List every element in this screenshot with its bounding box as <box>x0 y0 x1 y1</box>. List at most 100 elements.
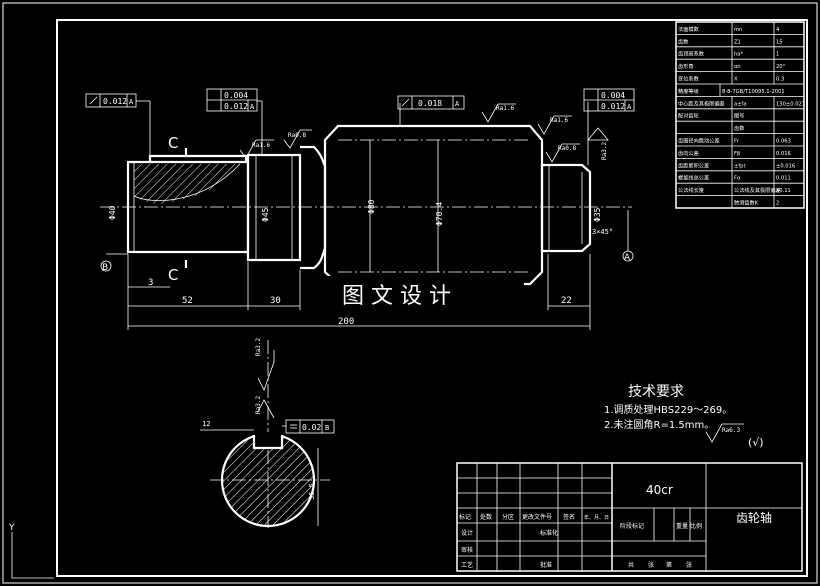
dim-dia-35: Φ35 <box>593 207 602 222</box>
gear-table-cell: 0.3 <box>776 77 784 83</box>
dim-chamfer: 3×45° <box>592 228 613 236</box>
tb-r4-right-2: 张 <box>648 561 654 569</box>
shaft-main-view: C C B A Φ40 Φ45 Φ80 Φ70.4 Φ35 3×45° 3 52… <box>100 101 634 330</box>
gear-table-cell: 图号 <box>734 113 744 120</box>
gear-table-cell: 齿数 <box>678 37 689 45</box>
fcf-2: 0.004 0.012 A <box>206 88 262 112</box>
fcf-3-datum: A <box>455 100 460 108</box>
dim-dia-40: Φ40 <box>108 205 117 220</box>
gear-table-cell: 法面模数 <box>678 25 700 33</box>
dim-30: 30 <box>270 296 281 306</box>
gear-table-cell: 0.016 <box>776 151 791 157</box>
gear-table-cell: 齿圈径向跳动公差 <box>678 137 720 145</box>
gear-table-cell: 0.063 <box>776 139 791 145</box>
fcf-4-tol2: 0.012 <box>601 102 625 111</box>
section-label-top: C <box>168 134 178 152</box>
tb-r1-c4: 更改文件号 <box>522 513 552 521</box>
fcf-4-tol1: 0.004 <box>601 91 625 100</box>
gear-table-cell: ±0.016 <box>776 163 795 169</box>
watermark-text: 图 文 设 计 <box>342 284 451 309</box>
ra-label-5: Ra0.8 <box>558 145 576 152</box>
dim-dia-70: Φ70.4 <box>435 202 444 226</box>
gear-table-cell: 配对齿轮 <box>678 112 699 120</box>
gear-table-cell: 130±0.027 <box>776 101 805 107</box>
gear-table-cell: 30.11 <box>776 188 791 194</box>
tb-r1-c3: 分区 <box>502 513 514 521</box>
tb-r4-right-4: 张 <box>686 561 692 569</box>
shaft-right-segment <box>540 163 592 253</box>
fcf-2-tol2: 0.012 <box>224 102 248 111</box>
fcf-2-tol1: 0.004 <box>224 91 248 100</box>
dim-3: 3 <box>148 278 153 288</box>
shaft-hatch-section <box>134 164 240 204</box>
fcf-5-tol: 0.02 <box>302 423 321 432</box>
ra-key-2: Ra3.2 <box>255 396 262 414</box>
tb-r4-c1: 工艺 <box>461 561 473 569</box>
fcf-3: 0.018 A <box>397 95 465 110</box>
fcf-4: 0.004 0.012 A <box>583 88 635 112</box>
gear-table-cell: 2 <box>776 201 779 207</box>
technical-requirements: 技术要求 1.调质处理HBS229～269。 2.未注圆角R=1.5mm。 Ra… <box>604 384 764 449</box>
tech-req-roughness: Ra6.3 <box>722 427 740 434</box>
svg-text:Y: Y <box>8 523 15 533</box>
gear-table-cell: 4 <box>776 27 780 33</box>
tb-r1-c1: 标记 <box>459 513 471 521</box>
fcf-2-datum: A <box>250 103 255 111</box>
gear-table-cell: ha* <box>734 52 743 58</box>
dim-key-depth: 35.5 <box>308 483 316 500</box>
tb-r2-c4: 标准化 <box>540 529 558 537</box>
gear-table-cell: Fα <box>734 176 741 182</box>
tech-req-title: 技术要求 <box>628 384 684 400</box>
gear-table-cell: αn <box>734 64 741 70</box>
tb-r2-right-1: 阶段标记 <box>620 522 644 530</box>
tb-r4-right-3: 第 <box>666 561 672 569</box>
tb-r3-c1: 审核 <box>461 546 473 554</box>
gear-table-cell: a±fa <box>734 101 747 107</box>
gear-table-cell: Fr <box>734 139 740 145</box>
gear-table-cell: mn <box>734 27 742 33</box>
gear-table-cell: 齿顶高系数 <box>678 50 705 58</box>
ucs-icon: Y <box>8 523 54 579</box>
fcf-4-datum: A <box>627 103 632 111</box>
tb-r2-right-2: 重量 <box>676 522 688 530</box>
ra-key-1: Ra3.2 <box>255 338 262 356</box>
gear-table-cell: 20° <box>776 64 786 70</box>
dim-200: 200 <box>338 317 354 327</box>
tb-r4-c4: 批准 <box>540 561 552 569</box>
tech-req-roughness-note: (√) <box>748 436 764 449</box>
part-name-text: 齿轮轴 <box>736 510 772 525</box>
tech-req-item-1: 1.调质处理HBS229～269。 <box>604 404 732 416</box>
section-label-bottom: C <box>168 266 178 284</box>
gear-table-cell: 公法线长度 <box>678 186 704 194</box>
gear-table-cell: X <box>734 77 738 83</box>
shaft-bearing-segment <box>246 153 302 262</box>
dim-22: 22 <box>561 296 572 306</box>
gear-table-cell: 变位系数 <box>678 75 700 83</box>
shaft-gear-body <box>323 124 544 286</box>
gear-table-cell: Fβ <box>734 151 740 157</box>
ra-label-3: Ra1.6 <box>496 105 514 112</box>
fcf-1: 0.012 A <box>85 93 150 108</box>
tb-r1-c5: 签名 <box>563 513 575 521</box>
gear-table-cell: 螺旋线总公差 <box>678 174 709 182</box>
tb-r2-right-3: 比例 <box>690 522 702 530</box>
fcf-5-datum: B <box>325 424 329 432</box>
tb-r4-right-1: 共 <box>628 561 634 569</box>
ra-label-1: Ra1.6 <box>252 142 270 149</box>
gear-table-cell: 齿形角 <box>678 62 694 70</box>
tech-req-item-2: 2.未注圆角R=1.5mm。 <box>604 418 714 431</box>
dim-52: 52 <box>182 296 193 306</box>
gear-table-cell: 0.011 <box>776 176 791 182</box>
gear-table-cell: 精度等级 <box>678 87 699 95</box>
datum-b-label: B <box>102 263 108 273</box>
tb-r2-c1: 设计 <box>461 529 473 537</box>
gear-table-cell: ±fpt <box>734 163 746 169</box>
gear-table-cell: 8-8-7GB/T10095.1-2001 <box>722 89 785 95</box>
fcf-3-tol: 0.018 <box>418 99 442 108</box>
dim-key-width: 12 <box>202 420 210 428</box>
gear-table-cell: 齿向公差 <box>678 149 699 157</box>
gear-table-cell: 跨测齿数K <box>734 199 759 207</box>
gear-table-cell: 齿距累积公差 <box>678 161 709 169</box>
